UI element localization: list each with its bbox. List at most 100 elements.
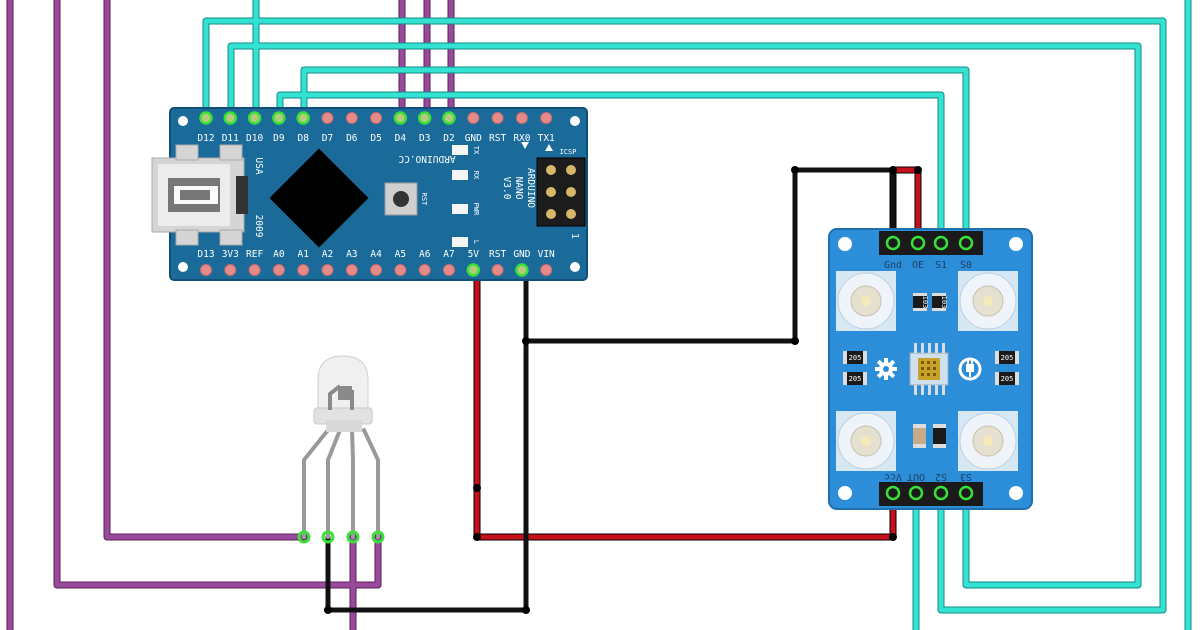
microcontroller-chip — [269, 148, 369, 248]
pin-label-rx0: RX0 — [513, 133, 530, 144]
pin-bottom-d13[interactable] — [200, 264, 212, 276]
pin-bottom-a5[interactable] — [394, 264, 407, 276]
pin-bottom-ref[interactable] — [248, 264, 261, 276]
pin-bottom-3v3[interactable] — [224, 264, 237, 276]
sensor-pin-s1[interactable] — [933, 235, 949, 251]
sensor-pin-s0[interactable] — [958, 235, 974, 251]
pin-d8[interactable] — [296, 111, 310, 125]
pin-d6[interactable] — [345, 112, 358, 124]
pin-bottom-a0[interactable] — [272, 264, 285, 276]
status-leds — [452, 145, 468, 247]
pin-gnd[interactable] — [467, 112, 480, 124]
pin-d12[interactable] — [199, 111, 213, 125]
sensor-pin-label-oe: OE — [912, 260, 924, 271]
pin-label-bottom-a2: A2 — [322, 249, 333, 260]
pin-d7[interactable] — [321, 112, 334, 124]
pin-rst[interactable] — [491, 112, 504, 124]
svg-text:205: 205 — [1001, 354, 1014, 362]
led-pin-highlights — [297, 530, 385, 544]
pin-label-bottom-a4: A4 — [370, 249, 382, 260]
svg-text:205: 205 — [1001, 375, 1014, 383]
icsp-label: ICSP — [560, 148, 577, 156]
sensor-pin-label-vcc: Vcc — [884, 471, 902, 482]
pin-d3[interactable] — [417, 111, 432, 125]
pin-bottom-rst[interactable] — [491, 264, 504, 276]
pin-rx0[interactable] — [515, 112, 528, 124]
pin-bottom-a6[interactable] — [418, 264, 431, 276]
pin-label-bottom-ref: REF — [246, 249, 263, 260]
pin-label-tx1: TX1 — [538, 133, 555, 144]
pin-label-d11: D11 — [222, 133, 239, 144]
pin-d5[interactable] — [370, 112, 383, 124]
wire-cyan-d12 — [203, 18, 1166, 613]
led-label-l: L — [472, 240, 480, 244]
arduino-nano: ICSP 1 ARDUINO.CC ARDUINO NANO V3.0 USA … — [151, 107, 588, 281]
pin-label-rst: RST — [489, 133, 506, 144]
rgb-led — [302, 355, 380, 539]
svg-text:V3.0: V3.0 — [501, 177, 512, 200]
pin-label-bottom-a7: A7 — [443, 249, 454, 260]
svg-text:ARDUINO: ARDUINO — [525, 168, 536, 208]
white-led-icons — [836, 271, 1018, 471]
pin-bottom-a3[interactable] — [345, 264, 358, 276]
sensor-pin-label-gnd: Gnd — [884, 260, 902, 271]
wire-black-gnd — [523, 167, 896, 344]
year-label: 2009 — [253, 215, 264, 238]
pin-label-d10: D10 — [246, 133, 263, 144]
pin-d9[interactable] — [272, 111, 286, 125]
pin-bottom-a4[interactable] — [370, 264, 383, 276]
pin-label-bottom-d13: D13 — [197, 249, 214, 260]
pin-label-d2: D2 — [443, 133, 454, 144]
sensor-pin-label-s1: S1 — [935, 260, 947, 271]
pin-label-d7: D7 — [322, 133, 333, 144]
wire-black-led — [325, 338, 529, 613]
sensor-pin-vcc[interactable] — [885, 485, 901, 501]
pin-label-bottom-rst: RST — [489, 249, 506, 260]
sensor-pin-out[interactable] — [908, 485, 924, 501]
wire-purple-3 — [104, 0, 307, 540]
icsp-pin1-label: 1 — [569, 233, 580, 239]
sensor-pin-s2[interactable] — [933, 485, 949, 501]
pin-bottom-a1[interactable] — [297, 264, 310, 276]
led-label-pwr: PWR — [472, 203, 480, 216]
pin-label-bottom-a5: A5 — [395, 249, 406, 260]
pin-tx1[interactable] — [540, 112, 553, 124]
wire-red-5v — [474, 267, 896, 540]
wire-cyan-d11 — [228, 43, 1141, 588]
wire-cyan-d8 — [301, 67, 969, 246]
pin-bottom-5v[interactable] — [466, 263, 481, 277]
pin-label-bottom-gnd: GND — [513, 249, 530, 260]
sensor-pin-label-out: OUT — [907, 471, 925, 482]
led-label-tx: TX — [472, 146, 480, 155]
svg-text:103: 103 — [921, 296, 929, 309]
pin-bottom-a7[interactable] — [443, 264, 455, 276]
pin-label-d3: D3 — [419, 133, 430, 144]
sensor-pin-s3[interactable] — [958, 485, 974, 501]
icsp-header: ICSP 1 — [536, 148, 586, 239]
pin-d2[interactable] — [442, 111, 456, 125]
usb-connector-icon — [151, 144, 248, 246]
pin-label-d9: D9 — [273, 133, 285, 144]
rst-button-label: RST — [420, 193, 428, 206]
svg-text:205: 205 — [849, 375, 862, 383]
pin-d11[interactable] — [223, 111, 238, 125]
svg-text:NANO: NANO — [513, 177, 524, 200]
reset-button[interactable] — [384, 182, 418, 216]
pin-bottom-gnd[interactable] — [515, 263, 529, 277]
pin-d4[interactable] — [393, 111, 408, 125]
sensor-pin-label-s0: S0 — [960, 260, 972, 271]
sensor-pin-oe[interactable] — [910, 235, 926, 251]
smd-components: 103 103 205 205 205 205 — [843, 293, 1019, 448]
sensor-pin-gnd[interactable] — [885, 235, 901, 251]
usa-label: USA — [253, 157, 264, 174]
sensor-pin-label-s3: S3 — [960, 471, 972, 482]
pin-label-d12: D12 — [197, 133, 214, 144]
pin-bottom-a2[interactable] — [321, 264, 334, 276]
pin-bottom-vin[interactable] — [540, 264, 553, 276]
pin-label-bottom-a1: A1 — [297, 249, 309, 260]
sensor-chip — [909, 343, 949, 395]
pin-d10[interactable] — [247, 111, 262, 125]
wire-cyan-d9 — [277, 92, 944, 246]
